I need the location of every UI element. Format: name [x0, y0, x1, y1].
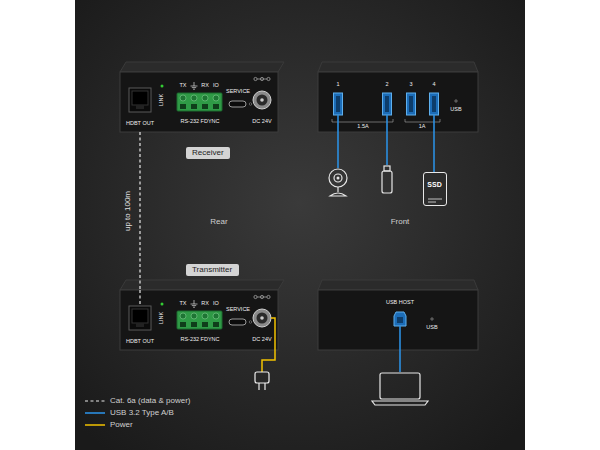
legend-samples: [85, 424, 105, 426]
transmitter-front-drawing: [318, 290, 478, 350]
usb-stick-icon: [384, 166, 390, 171]
receiver-rear-panel: HDBT OUT LINK TX RX IO RS-232 FDYNC SERVICE DC …: [120, 72, 278, 132]
webcam-icon: [329, 169, 347, 187]
port-label: RX: [201, 83, 209, 89]
receiver-rear-drawing: [120, 62, 284, 132]
legend-text: Power: [110, 421, 133, 429]
transmitter-rear-drawing: [120, 280, 284, 350]
receiver-front-drawing: [332, 119, 393, 122]
plug-icon: [258, 383, 259, 390]
device-name: Transmitter: [192, 266, 232, 274]
receiver-front-drawing: [336, 96, 340, 112]
transmitter-front-drawing: [431, 318, 434, 321]
legend-text: Cat. 6a (data & power): [110, 397, 190, 405]
receiver-front-drawing: [455, 100, 458, 103]
webcam-icon: [330, 193, 346, 196]
plug-icon: [255, 372, 269, 383]
plug-icon: [264, 383, 265, 390]
port-label: 2: [385, 82, 388, 88]
device-name: Receiver: [192, 149, 224, 157]
plug-icon: [255, 372, 269, 390]
cat6a-cable: [139, 132, 140, 290]
cat6a-cable: [139, 290, 140, 306]
receiver-tag: Receiver: [186, 147, 230, 159]
laptop-icon: [380, 373, 420, 399]
receiver-front-drawing: [318, 62, 478, 72]
receiver-front-drawing: [432, 96, 436, 112]
usb-cable: [433, 115, 435, 132]
port-label: 4: [432, 82, 435, 88]
port-label: USB: [426, 325, 437, 331]
laptop-icon: [372, 401, 428, 405]
port-label: LINK: [159, 312, 165, 324]
port-label: USB HOST: [386, 300, 414, 306]
legend-samples: [85, 412, 105, 414]
port-label: HDBT OUT: [126, 339, 154, 345]
legend-text: USB 3.2 Type A/B: [110, 409, 174, 417]
webcam-lens: [337, 177, 340, 180]
port-label: DC 24V: [252, 119, 271, 125]
ssd-icon: SSD: [423, 172, 447, 206]
usb-cable: [337, 115, 339, 168]
usb-stick-icon: [382, 166, 392, 193]
dark-ground: [75, 0, 525, 450]
receiver-front-drawing: [385, 96, 389, 112]
port-label: RX: [201, 301, 209, 307]
usb-cable: [386, 115, 388, 165]
view-label: Rear: [210, 218, 227, 226]
usb-cable: [399, 326, 401, 372]
usb-cable: [338, 115, 434, 372]
port-label: RS-232 FDYNC: [180, 337, 219, 343]
receiver-front-drawing: [383, 93, 392, 115]
port-label: RS-232 FDYNC: [180, 119, 219, 125]
ssd-label: SSD: [427, 181, 441, 188]
ssd-detail: [428, 199, 442, 202]
port-label: HDBT OUT: [126, 121, 154, 127]
receiver-front-drawing: [407, 93, 416, 115]
port-label: 1: [336, 82, 339, 88]
transmitter-front-panel: USB HOST USB: [318, 290, 478, 350]
legend-samples: [85, 401, 105, 425]
webcam-icon: [329, 169, 347, 196]
transmitter-rear-panel: HDBT OUT LINK TX RX IO RS-232 FDYNC SERVICE DC …: [120, 290, 278, 350]
ssd-detail: [428, 202, 436, 203]
view-label: Front: [391, 218, 410, 226]
port-label: USB: [450, 107, 461, 113]
port-label: 1.5A: [357, 124, 368, 130]
webcam-icon: [337, 187, 338, 192]
receiver-front-drawing: [318, 72, 478, 132]
port-label: 3: [409, 82, 412, 88]
port-label: IO: [213, 301, 219, 307]
usb-cable: [433, 132, 435, 172]
port-label: IO: [213, 83, 219, 89]
transmitter-front-drawing: [318, 280, 478, 350]
power-cable: [262, 318, 275, 372]
transmitter-tag: Transmitter: [186, 264, 239, 276]
laptop-icon: [372, 373, 428, 405]
port-label: SERVICE: [226, 89, 250, 95]
transmitter-front-drawing: [394, 312, 406, 326]
receiver-front-drawing: [430, 93, 439, 115]
port-label: DC 24V: [252, 337, 271, 343]
webcam-icon: [334, 174, 342, 182]
legend-samples: [85, 400, 105, 401]
ssd-detail: [428, 199, 442, 200]
port-label: 1A: [419, 124, 426, 130]
receiver-front-drawing: [409, 96, 413, 112]
port-label: TX: [179, 83, 186, 89]
transmitter-front-drawing: [397, 317, 403, 323]
receiver-front-drawing: [318, 62, 478, 132]
port-label: TX: [179, 301, 186, 307]
receiver-front-drawing: [334, 93, 343, 115]
port-label: LINK: [159, 94, 165, 106]
usb-stick-icon: [382, 171, 392, 193]
port-label: SERVICE: [226, 307, 250, 313]
receiver-front-panel: 1 2 3 4 1.5A 1A USB: [318, 72, 478, 132]
cable-length-label: up to 100m: [124, 189, 132, 233]
transmitter-front-drawing: [318, 280, 478, 290]
